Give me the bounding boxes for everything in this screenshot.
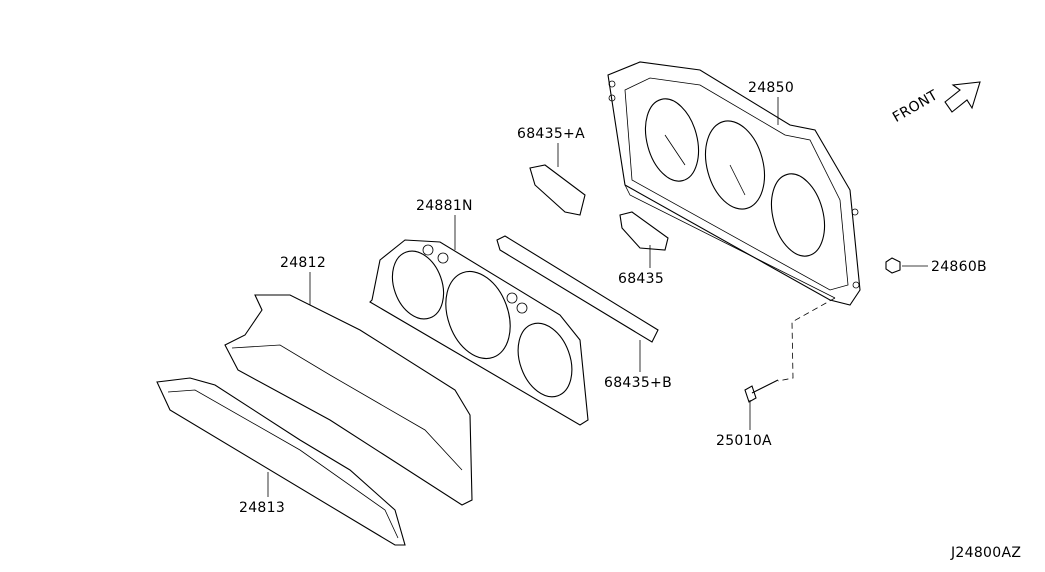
label-24850: 24850 (748, 80, 795, 96)
lens-24813 (156, 377, 406, 546)
finisher-24812 (224, 294, 473, 506)
instrument-cluster-24850 (607, 61, 861, 306)
label-24881n: 24881N (416, 198, 473, 214)
assembly-dashed-line (777, 297, 836, 382)
bracket-68435b (496, 235, 659, 343)
label-68435: 68435 (618, 271, 665, 287)
bracket-68435a (529, 164, 586, 216)
label-25010a: 25010A (716, 433, 772, 449)
label-68435a: 68435+A (517, 126, 585, 142)
label-24860b: 24860B (931, 259, 987, 275)
screw-25010a (744, 379, 779, 403)
bracket-68435 (619, 211, 669, 251)
label-24813: 24813 (239, 500, 286, 516)
diagram-code: J24800AZ (951, 545, 1022, 561)
front-arrow-icon (944, 81, 981, 113)
label-68435b: 68435+B (604, 375, 672, 391)
bezel-24881n (369, 239, 589, 426)
nut-24860b (885, 257, 901, 274)
leader-lines (267, 97, 928, 497)
label-24812: 24812 (280, 255, 327, 271)
